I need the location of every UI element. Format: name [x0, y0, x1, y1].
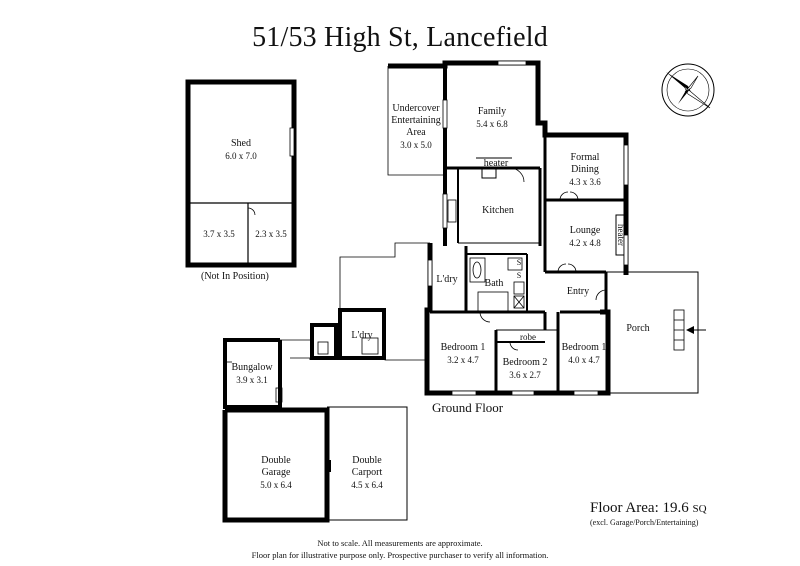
page-title: 51/53 High St, Lancefield	[252, 22, 548, 53]
house-outer-wall-bottom	[424, 243, 611, 396]
disclaimer-line-1: Not to scale. All measurements are appro…	[317, 538, 483, 548]
room-robe: robe	[520, 332, 536, 342]
floor-area-note: (excl. Garage/Porch/Entertaining)	[590, 518, 699, 527]
floor-area: Floor Area: 19.6 SQ	[590, 500, 707, 516]
room-porch: Porch	[626, 323, 650, 334]
disclaimer-line-2: Floor plan for illustrative purpose only…	[251, 550, 549, 560]
compass-icon	[661, 63, 715, 117]
room-shed-a: 3.7 x 3.5	[203, 229, 235, 239]
room-shed-b: 2.3 x 3.5	[255, 229, 287, 239]
shed-outline	[185, 79, 297, 268]
shed-note: (Not In Position)	[201, 271, 269, 282]
room-laundry-main: L'dry	[436, 274, 458, 285]
room-laundry-out: L'dry	[351, 330, 373, 341]
entry-arrow-icon	[686, 326, 706, 334]
room-bath: Bath	[484, 278, 504, 289]
ground-floor-label: Ground Floor	[432, 400, 504, 415]
room-kitchen: Kitchen	[482, 205, 514, 216]
heater-lounge: heater	[616, 224, 626, 246]
label-s2: S	[516, 271, 522, 280]
room-entry: Entry	[566, 286, 590, 297]
heater-family: heater	[483, 158, 509, 169]
label-s1: S	[516, 258, 522, 267]
